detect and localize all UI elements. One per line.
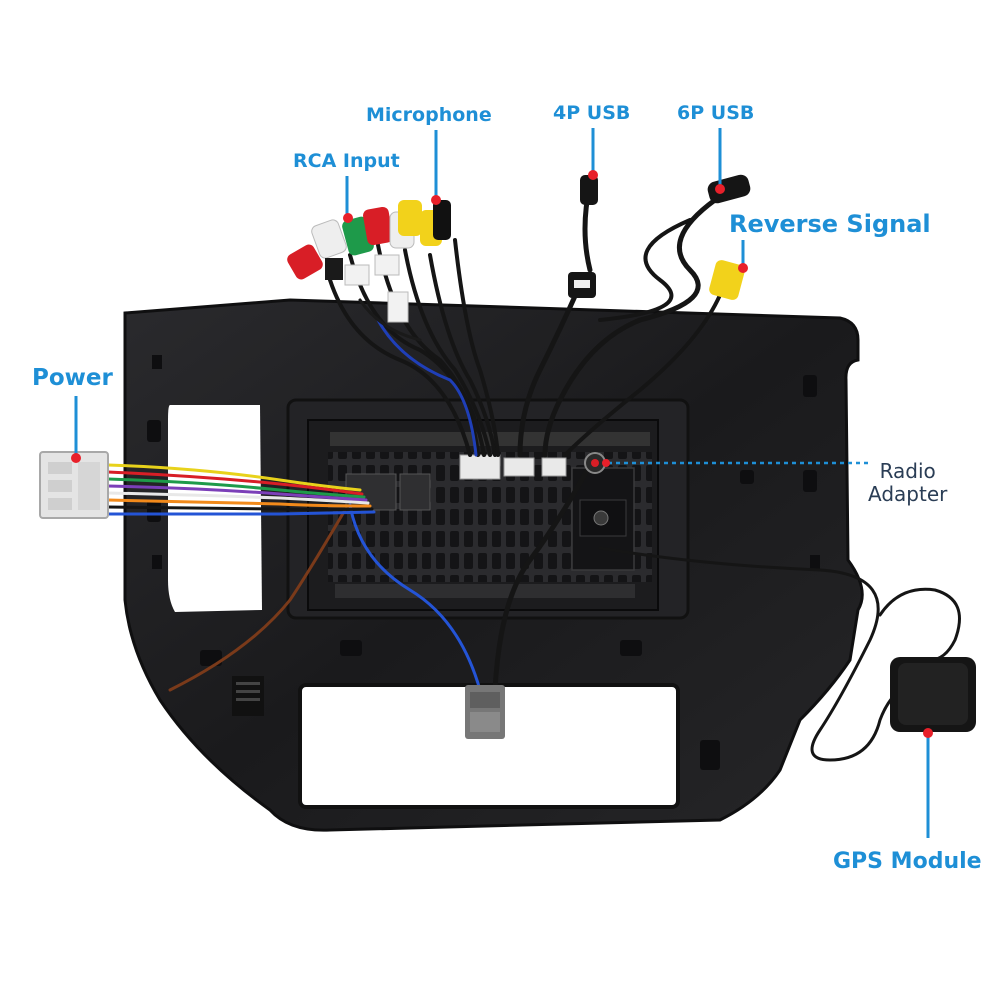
label-4p-usb: 4P USB (553, 102, 631, 124)
harness-plug (465, 685, 505, 739)
label-reverse-signal: Reverse Signal (729, 210, 931, 238)
label-radio-adapter-line1: Radio (879, 459, 936, 483)
label-6p-usb: 6P USB (677, 102, 755, 124)
cable-bundle (106, 182, 961, 762)
power-plug (39, 451, 109, 519)
gps-module (890, 657, 976, 732)
vent-block (232, 676, 264, 716)
reverse-signal-plug (709, 260, 745, 300)
label-rca-input: RCA Input (293, 150, 400, 172)
label-radio-adapter-line2: Adapter (868, 482, 948, 506)
usb-plugs (568, 174, 751, 298)
rca-plugs (287, 200, 451, 323)
label-radio-adapter: Radio Adapter (868, 460, 947, 506)
label-microphone: Microphone (366, 104, 492, 126)
label-power: Power (32, 365, 113, 391)
pointer-lines (71, 128, 933, 838)
label-gps-module: GPS Module (833, 849, 982, 874)
